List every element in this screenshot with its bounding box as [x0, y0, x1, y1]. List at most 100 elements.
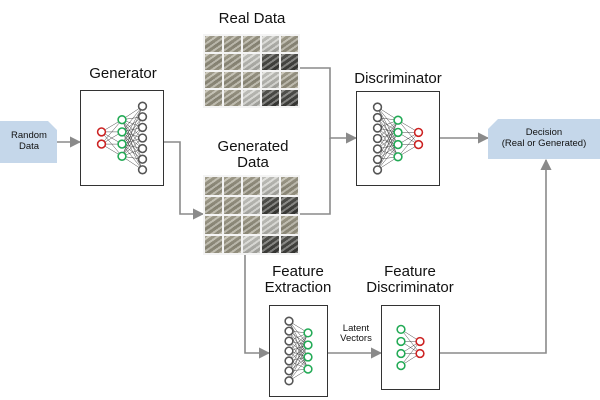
image-thumbnail [224, 36, 241, 52]
network-connection [288, 340, 309, 370]
gray-neuron [372, 112, 383, 123]
green-neuron [396, 336, 406, 347]
network-connection [377, 132, 399, 160]
image-thumbnail [281, 196, 298, 214]
network-connection [121, 106, 143, 145]
gray-neuron [284, 346, 294, 356]
green-neuron [393, 139, 403, 150]
gray-neuron [372, 102, 383, 112]
image-thumbnail [205, 235, 222, 253]
network-connection [121, 127, 143, 157]
red-neuron [96, 139, 107, 149]
image-thumbnail [262, 36, 279, 52]
latent-vectors-label-line1: Latent [342, 323, 370, 334]
image-thumbnail [281, 90, 298, 106]
image-thumbnail [205, 90, 222, 106]
generated-data-title-line1: Generated [217, 138, 289, 155]
image-thumbnail [243, 36, 260, 52]
network-connection [121, 119, 143, 149]
green-neuron [303, 340, 313, 350]
generated-data-title: Generated Data [208, 138, 298, 171]
gray-neuron [137, 154, 148, 164]
gray-neuron [137, 143, 148, 154]
image-thumbnail [262, 216, 279, 234]
feature-extraction-title-line2: Extraction [264, 279, 332, 297]
red-neuron [413, 127, 424, 138]
gray-neuron [372, 154, 383, 165]
image-thumbnail [243, 72, 260, 88]
generated-data-image-grid [203, 175, 300, 255]
image-thumbnail [281, 177, 298, 195]
image-thumbnail [281, 235, 298, 253]
image-thumbnail [205, 177, 222, 195]
image-thumbnail [224, 177, 241, 195]
discriminator-network [356, 91, 440, 186]
network-connection [288, 344, 309, 381]
discriminator-title: Discriminator [354, 70, 442, 87]
image-thumbnail [262, 54, 279, 70]
red-neuron [415, 348, 425, 359]
feature-discriminator-network-graph [396, 324, 425, 371]
image-thumbnail [262, 90, 279, 106]
network-connection [288, 331, 309, 370]
arrow-feature-discriminator-to-decision [440, 158, 552, 354]
image-thumbnail [224, 72, 241, 88]
image-thumbnail [224, 54, 241, 70]
gray-neuron [284, 376, 294, 386]
feature-extraction-title-line1: Feature [272, 263, 324, 280]
green-neuron [396, 348, 406, 359]
callout-shape [0, 121, 57, 163]
gray-neuron [137, 112, 148, 122]
feature-discriminator-title-line2: Discriminator [366, 279, 454, 297]
image-thumbnail [281, 216, 298, 234]
gray-neuron [137, 133, 148, 143]
network-connection [400, 341, 421, 366]
gray-neuron [137, 122, 148, 133]
gray-neuron [284, 326, 294, 336]
real-data-image-grid [203, 34, 300, 108]
arrow-generated-to-discriminator [300, 138, 331, 215]
gray-neuron [284, 336, 294, 346]
network-connection [397, 132, 419, 157]
image-thumbnail [262, 235, 279, 253]
real-data-title: Real Data [218, 10, 286, 27]
decision-label-line2: (Real or Generated) [501, 138, 587, 149]
image-thumbnail [205, 72, 222, 88]
green-neuron [393, 115, 403, 125]
image-thumbnail [243, 54, 260, 70]
green-neuron [117, 151, 127, 161]
green-neuron [303, 352, 313, 362]
gray-neuron [372, 123, 383, 133]
image-thumbnail [205, 216, 222, 234]
network-connection [101, 119, 123, 145]
network-connection [288, 330, 309, 358]
image-thumbnail [224, 235, 241, 253]
latent-vectors-label-line2: Vectors [340, 333, 372, 345]
green-neuron [393, 127, 403, 138]
generator-title: Generator [89, 65, 157, 82]
image-thumbnail [224, 90, 241, 106]
image-thumbnail [205, 36, 222, 52]
network-connection [377, 117, 399, 157]
green-neuron [117, 139, 127, 149]
generator-network-graph [96, 101, 148, 175]
network-connection [288, 356, 309, 381]
green-neuron [117, 127, 127, 137]
discriminator-network-graph [372, 102, 424, 175]
network-connection [377, 144, 399, 171]
random-data-label-line2: Data [18, 141, 40, 152]
network-connection [377, 120, 399, 160]
gray-neuron [137, 165, 148, 175]
network-connection [377, 132, 399, 170]
image-thumbnail [281, 54, 298, 70]
generator-network [80, 90, 164, 186]
callout-shape [488, 119, 600, 159]
image-thumbnail [281, 36, 298, 52]
network-connection [377, 120, 399, 150]
gray-neuron [372, 165, 383, 175]
green-neuron [396, 360, 406, 371]
gray-neuron [372, 133, 383, 144]
feature-discriminator-network [381, 305, 440, 390]
network-connection [121, 131, 143, 160]
network-connection [377, 127, 399, 157]
